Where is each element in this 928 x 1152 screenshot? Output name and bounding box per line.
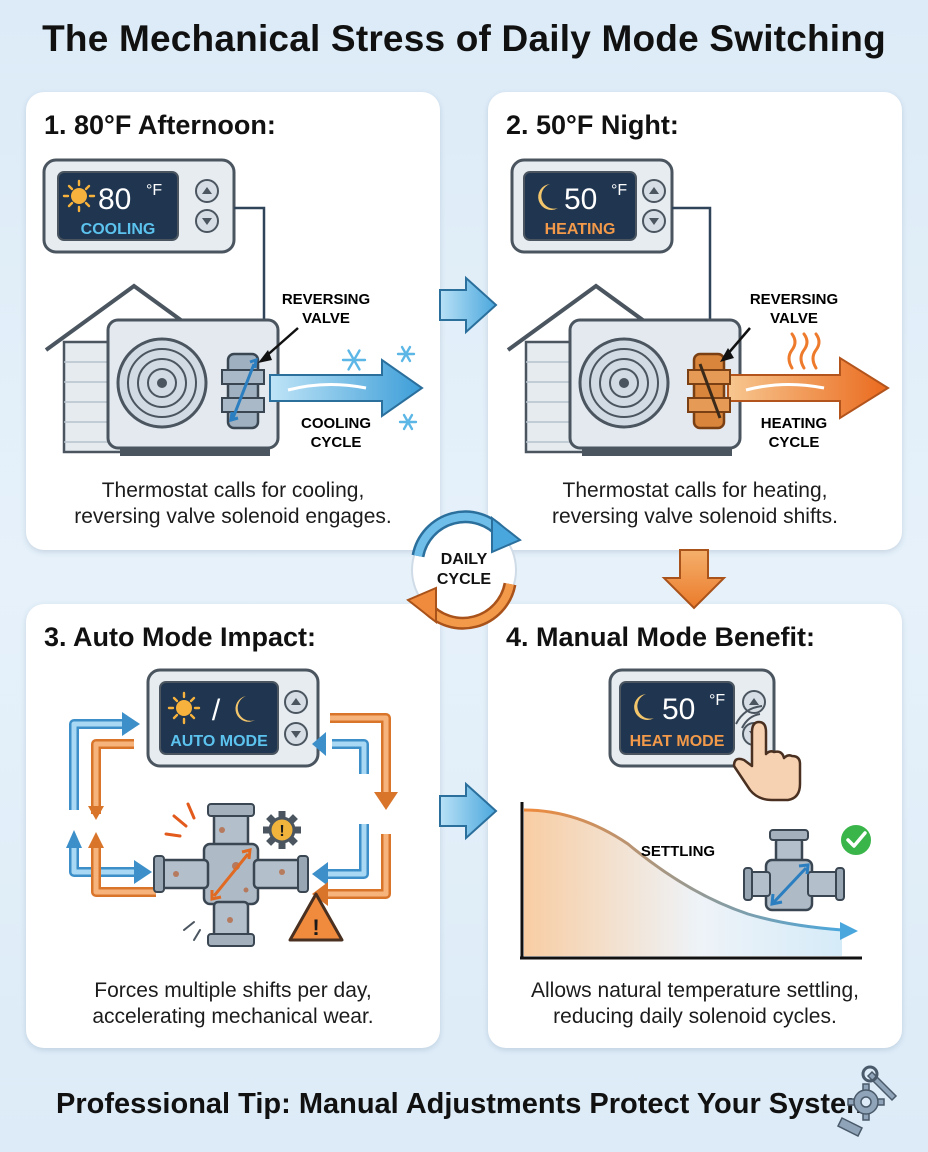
cycle-label-line1: COOLING	[301, 415, 371, 432]
up-button[interactable]	[195, 179, 219, 203]
page-title: The Mechanical Stress of Daily Mode Swit…	[42, 18, 886, 59]
thermostat: 50 °F HEAT MODE	[608, 668, 776, 768]
display-temp: 50	[564, 183, 597, 216]
cycling-arrows	[66, 712, 398, 906]
panel-heading: 4. Manual Mode Benefit:	[506, 622, 816, 652]
cycle-label-line2: CYCLE	[769, 434, 820, 451]
down-button[interactable]	[284, 722, 308, 746]
warning-icon: !	[288, 892, 344, 942]
daily-cycle-badge: DAILY CYCLE	[394, 500, 534, 640]
panel-manual-mode: 4. Manual Mode Benefit: 50 °F HEAT MODE	[488, 604, 902, 1048]
cycle-label-line1: HEATING	[761, 415, 827, 432]
panel-heading: 2. 50°F Night:	[506, 110, 679, 140]
down-button[interactable]	[642, 209, 666, 233]
heating-illustration: 50 °F HEATING	[506, 158, 890, 456]
up-button[interactable]	[642, 179, 666, 203]
down-button[interactable]	[195, 209, 219, 233]
wear-sparks	[164, 802, 196, 838]
display-temp: 80	[98, 183, 131, 216]
auto-mode-illustration: / AUTO MODE	[66, 668, 398, 947]
check-icon	[839, 823, 873, 857]
display-unit: °F	[709, 692, 725, 709]
curve-label: SETTLING	[641, 843, 715, 860]
moon-icon	[538, 184, 558, 210]
thermostat: 50 °F HEATING	[510, 158, 674, 254]
panel-auto-mode: 3. Auto Mode Impact: / AUTO MODE	[26, 604, 440, 1048]
display-separator: /	[212, 694, 221, 727]
moon-icon	[634, 694, 654, 720]
cycle-label-line: DAILY	[440, 551, 488, 568]
sun-icon	[167, 691, 201, 725]
valve-label-line1: REVERSING	[750, 291, 838, 308]
hand-pointer-icon	[732, 705, 802, 802]
description-line: Thermostat calls for heating,	[562, 479, 828, 502]
crack-marks	[183, 921, 201, 941]
display-mode: HEATING	[545, 221, 616, 238]
description-line: Allows natural temperature settling,	[531, 979, 859, 1002]
panel-description: Thermostat calls for heating, reversing …	[488, 478, 902, 530]
panel-heading: 1. 80°F Afternoon:	[44, 110, 276, 140]
display-mode: HEAT MODE	[630, 733, 725, 750]
description-line: reducing daily solenoid cycles.	[553, 1005, 837, 1028]
display-unit: °F	[611, 182, 627, 199]
display-unit: °F	[146, 182, 162, 199]
heating-flow-arrow	[727, 356, 890, 420]
panel-heating: 2. 50°F Night: 50 °F HEATING	[488, 92, 902, 550]
valve-icon	[743, 829, 845, 912]
reversing-valve	[687, 352, 731, 430]
svg-text:!: !	[279, 823, 284, 840]
gear-icon: !	[263, 811, 301, 849]
cooling-flow-arrow	[269, 358, 424, 418]
valve-label-line1: REVERSING	[282, 291, 370, 308]
manual-mode-illustration: 50 °F HEAT MODE	[520, 668, 873, 960]
description-line: accelerating mechanical wear.	[92, 1005, 374, 1028]
display-temp: 50	[662, 693, 695, 726]
thermostat: 80 °F COOLING	[42, 158, 236, 254]
description-line: Thermostat calls for cooling,	[101, 479, 365, 502]
valve-label-line2: VALVE	[770, 310, 818, 327]
display-mode: AUTO MODE	[170, 733, 268, 750]
description-line: Forces multiple shifts per day,	[94, 979, 372, 1002]
cycle-label-line: CYCLE	[436, 571, 492, 588]
settling-curve-chart	[520, 802, 862, 960]
cycle-arrows-icon	[406, 510, 522, 630]
control-wire	[234, 206, 266, 354]
panel-cooling: 1. 80°F Afternoon: 80 °F COOLING	[26, 92, 440, 550]
reversing-valve	[221, 352, 265, 430]
panel-heading: 3. Auto Mode Impact:	[44, 622, 317, 652]
heat-waves-icon	[787, 332, 821, 370]
svg-text:!: !	[312, 915, 319, 940]
control-wire	[672, 206, 712, 354]
panel-description: Allows natural temperature settling, red…	[488, 978, 902, 1030]
panel-description: Thermostat calls for cooling, reversing …	[26, 478, 440, 530]
cycle-label: DAILY CYCLE	[394, 550, 534, 590]
up-button[interactable]	[742, 690, 766, 714]
description-line: reversing valve solenoid shifts.	[552, 505, 838, 528]
panel-description: Forces multiple shifts per day, accelera…	[26, 978, 440, 1030]
display-mode: COOLING	[81, 221, 156, 238]
professional-tip: Professional Tip: Manual Adjustments Pro…	[56, 1088, 872, 1120]
cycle-label-line2: CYCLE	[311, 434, 362, 451]
description-line: reversing valve solenoid engages.	[74, 505, 392, 528]
worn-valve	[153, 803, 309, 947]
arrow-panel2-to-panel4	[661, 549, 727, 610]
snowflake-icon	[341, 345, 418, 431]
valve-label-line2: VALVE	[302, 310, 350, 327]
sun-icon	[62, 179, 96, 213]
cooling-illustration: 80 °F COOLING	[42, 158, 424, 456]
up-button[interactable]	[284, 690, 308, 714]
thermostat: / AUTO MODE	[146, 668, 320, 768]
